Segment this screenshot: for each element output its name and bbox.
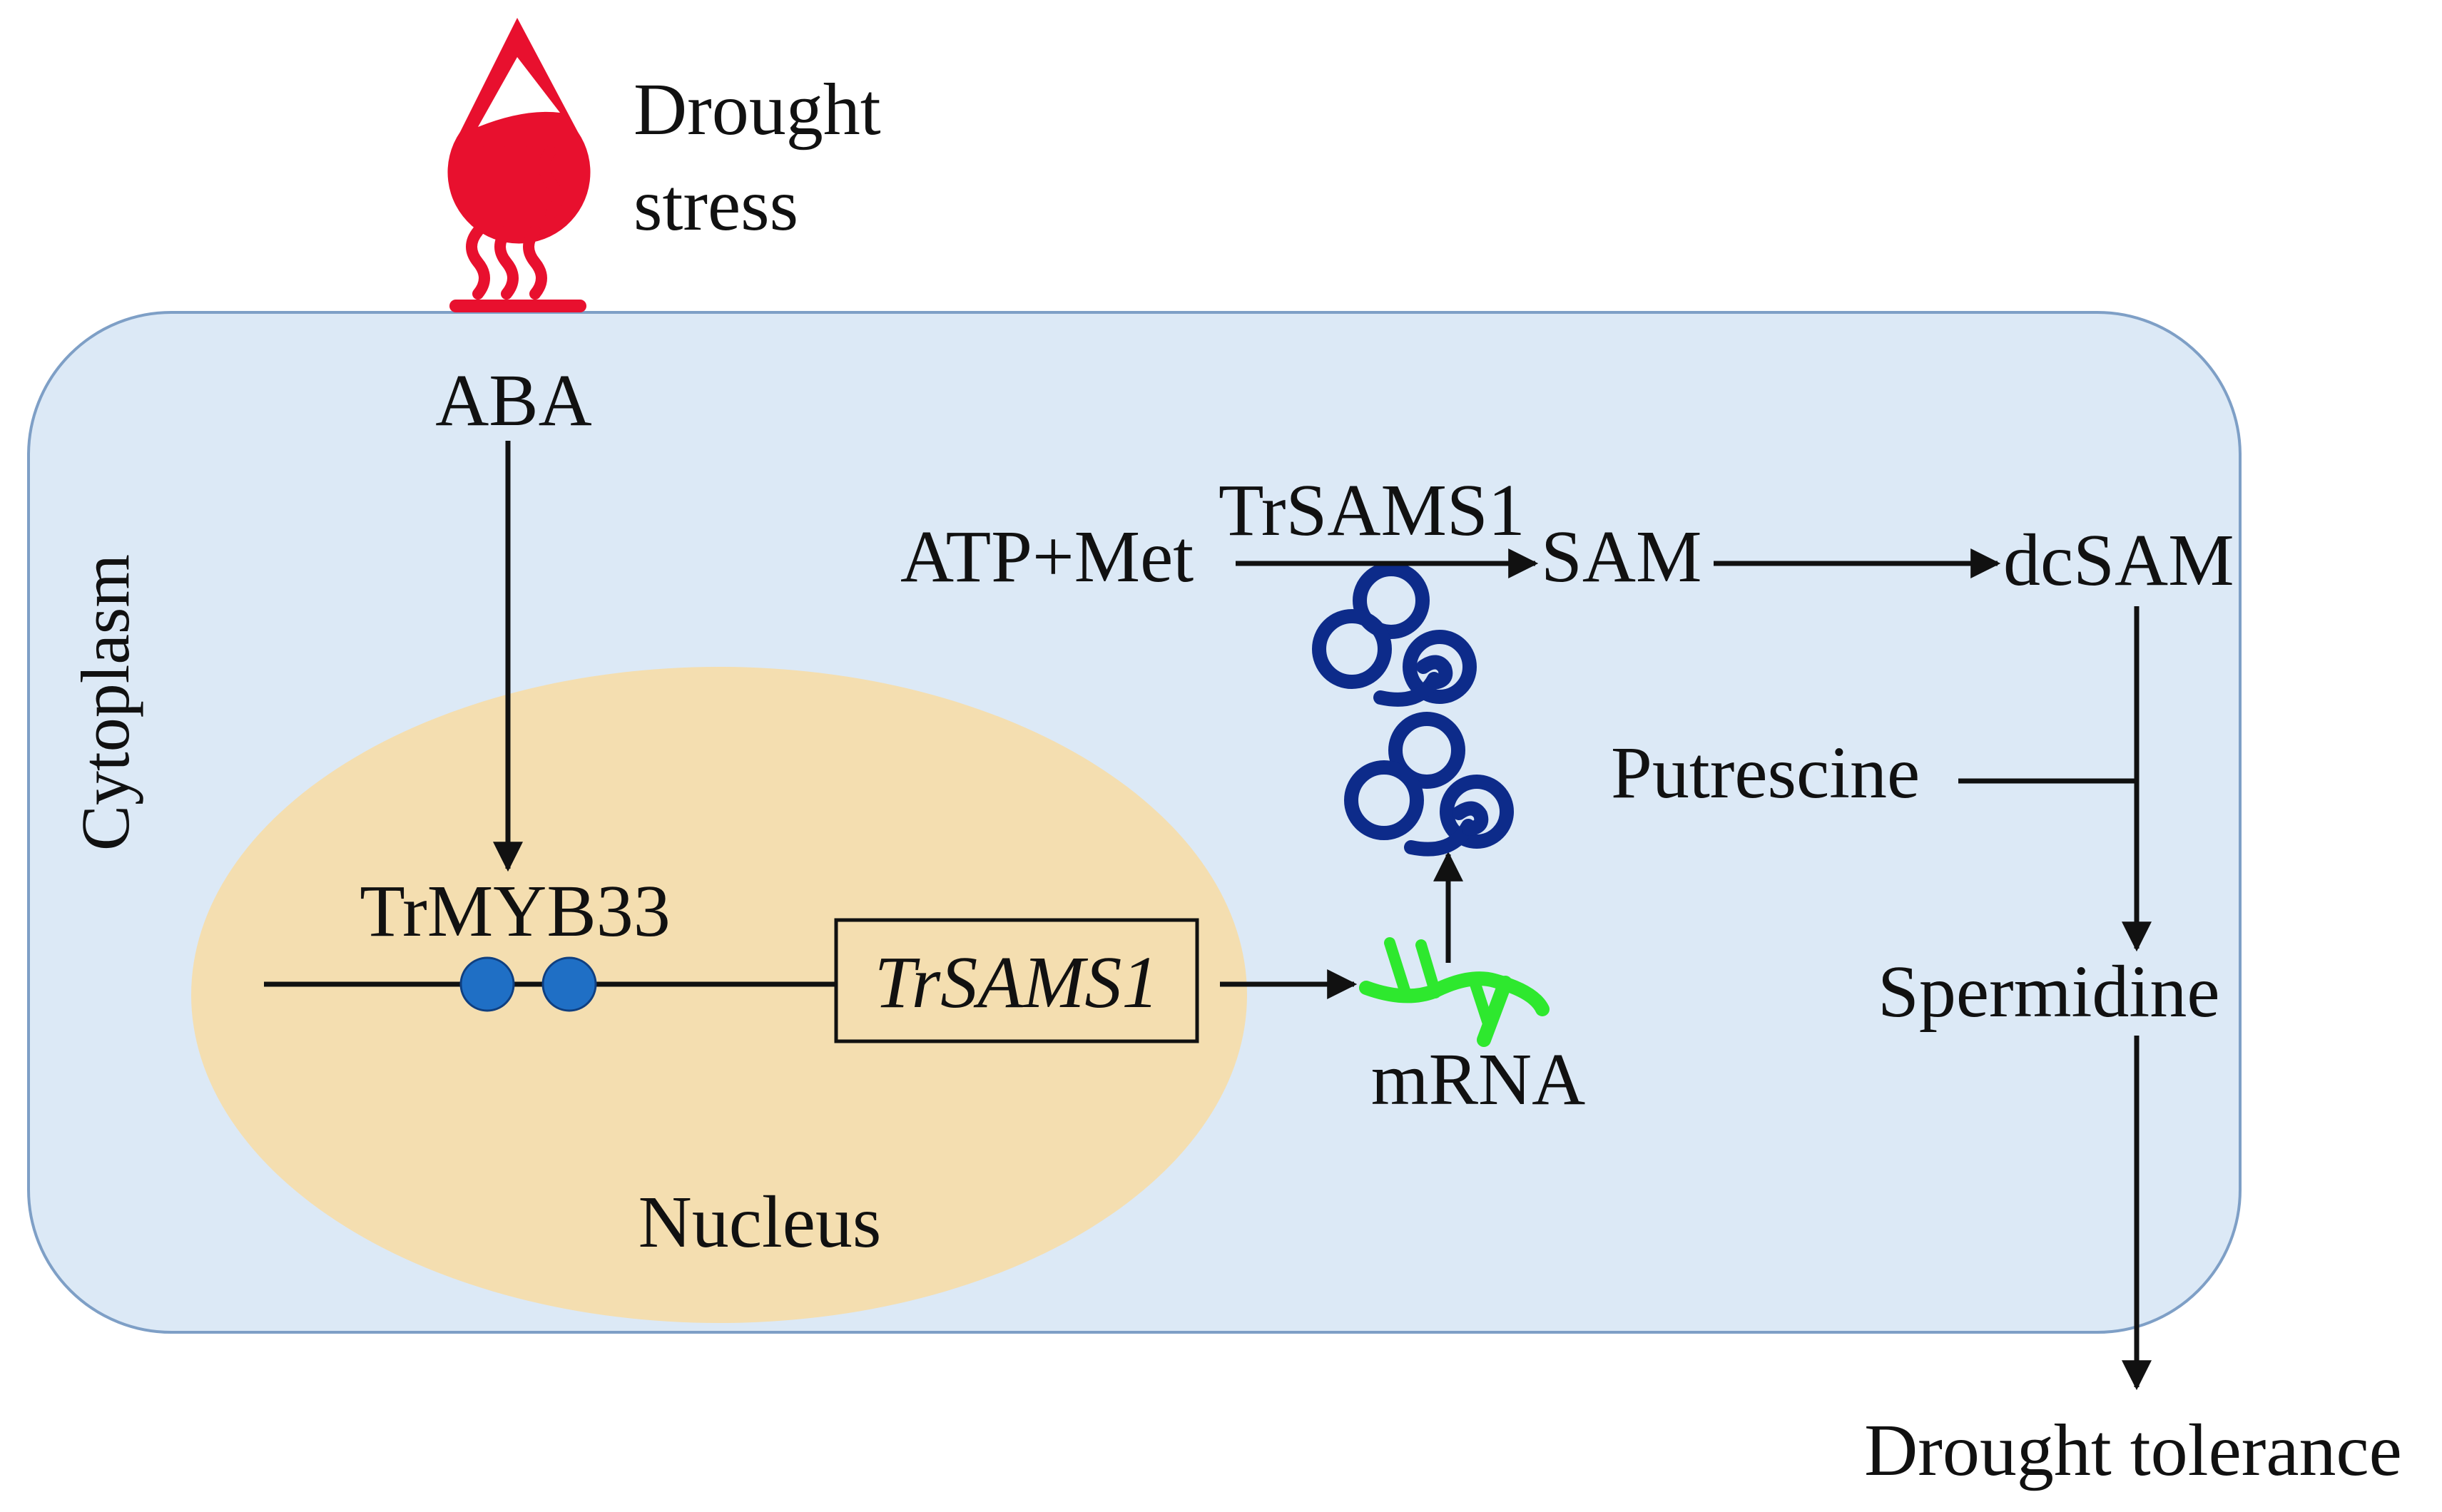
spermidine-label: Spermidine: [1878, 951, 2219, 1033]
binding-site-icon: [541, 956, 597, 1012]
binding-site-icon: [459, 956, 515, 1012]
protein-icon: [1344, 712, 1514, 857]
dcsam-label: dcSAM: [2003, 519, 2234, 601]
gene-box: [834, 918, 1199, 1043]
sam-label: SAM: [1541, 516, 1701, 598]
nucleus-compartment: [191, 667, 1247, 1323]
drought-drop-stem-icon: [466, 225, 547, 300]
atp-met-label: ATP+Met: [900, 516, 1194, 598]
cytoplasm-label: Cytoplasm: [67, 554, 143, 851]
enzyme-label: TrSAMS1: [1219, 469, 1525, 551]
putrescine-label: Putrescine: [1611, 732, 1920, 814]
drought-tolerance-label: Drought tolerance: [1864, 1409, 2402, 1491]
drought-drop-icon: [447, 18, 591, 312]
nucleus-label: Nucleus: [639, 1181, 882, 1263]
protein-icon: [1312, 562, 1477, 707]
mrna-icon: [1359, 937, 1550, 1047]
aba-label: ABA: [435, 359, 592, 441]
drought-stress-label-line1: Drought: [634, 68, 881, 150]
gene-label: TrSAMS1: [875, 941, 1159, 1023]
mrna-label: mRNA: [1371, 1038, 1585, 1120]
trmyb33-label: TrMYB33: [360, 870, 670, 952]
drought-stress-label-line2: stress: [634, 164, 798, 246]
